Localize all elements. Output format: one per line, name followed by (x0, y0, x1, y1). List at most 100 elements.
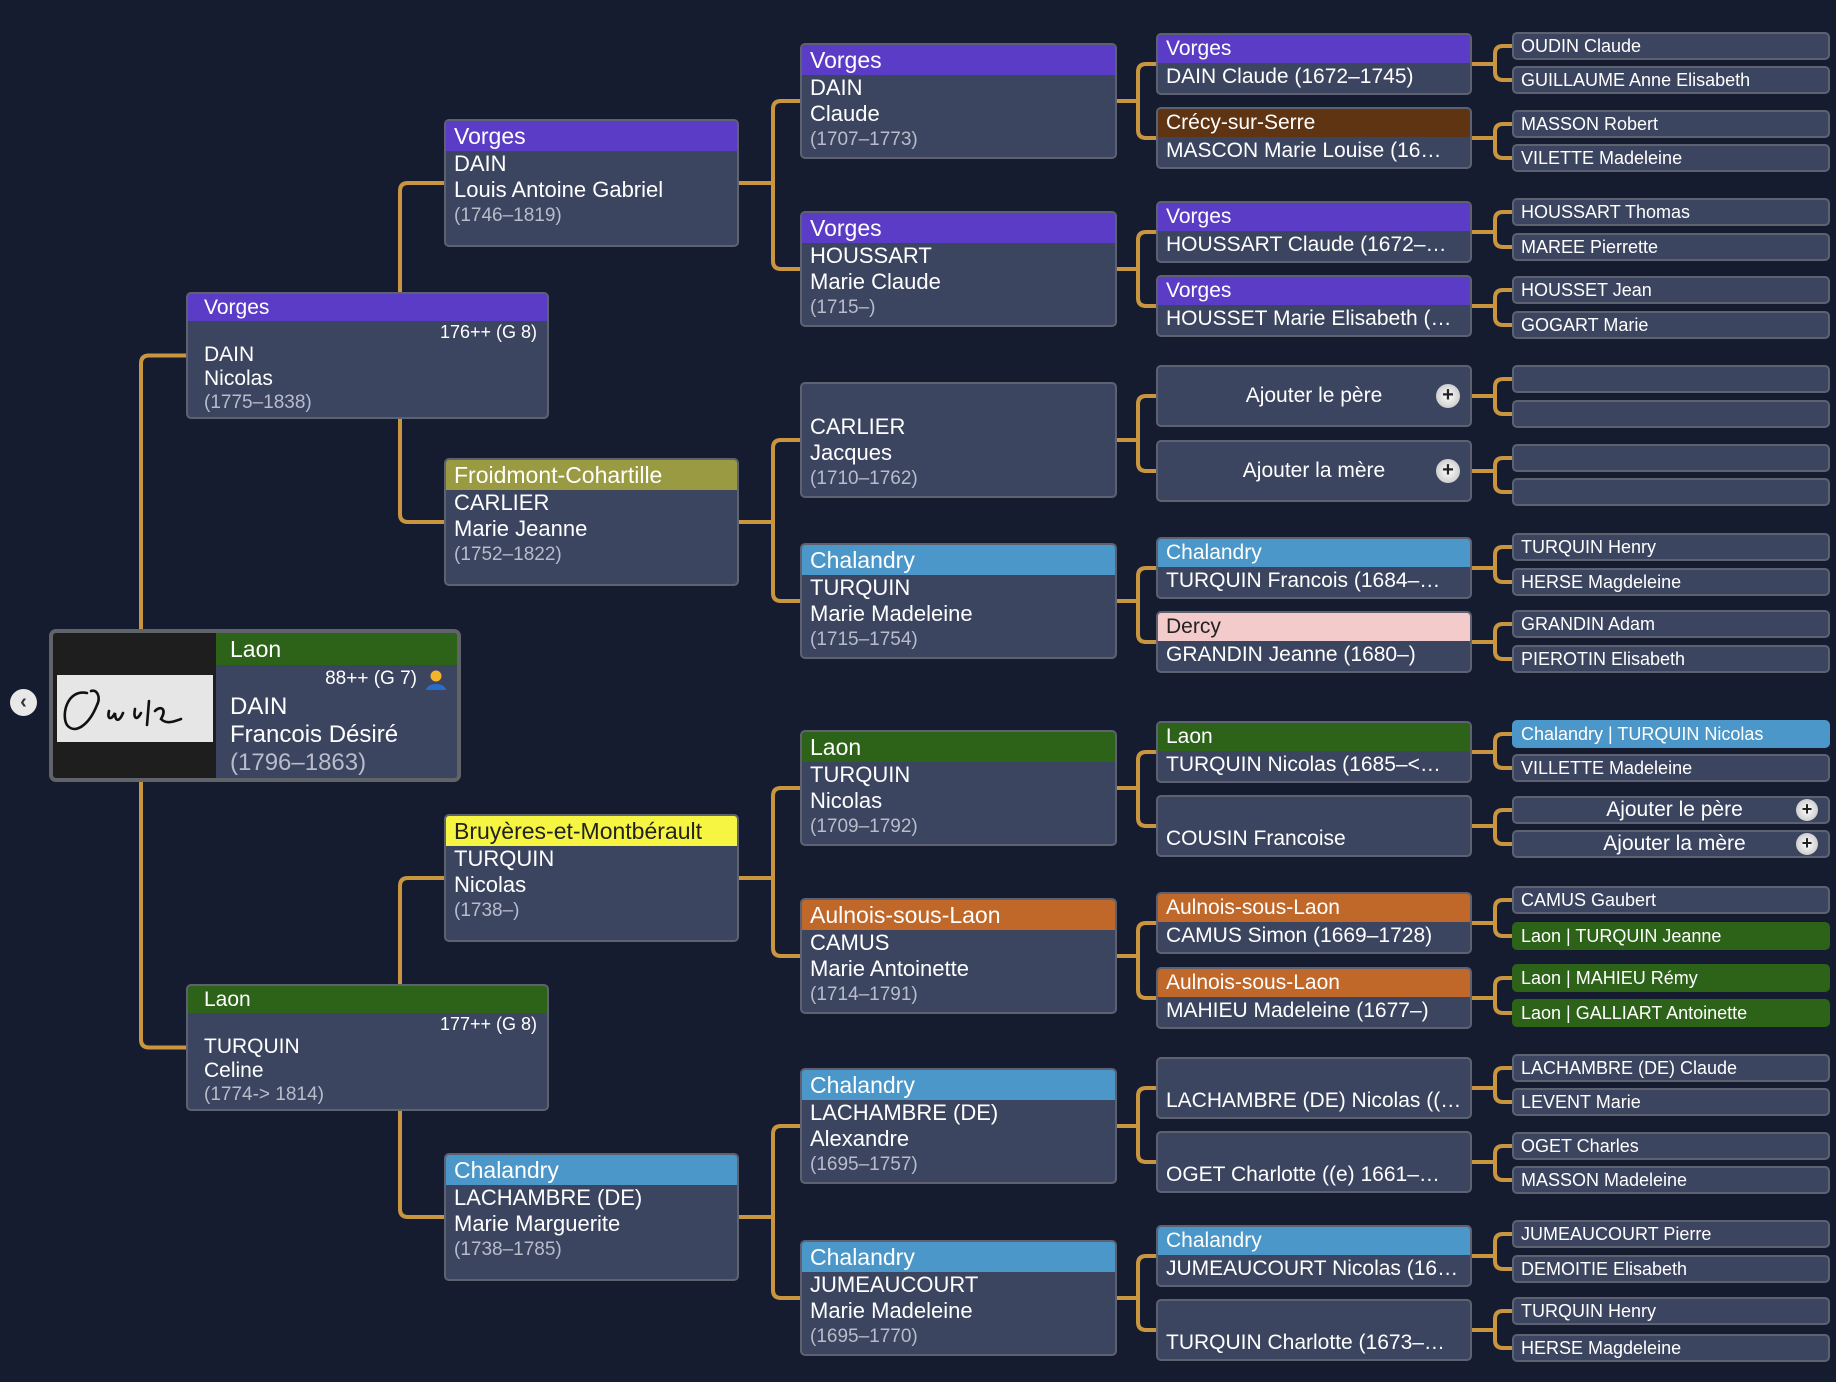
ancestor-name: GOGART Marie (1521, 315, 1649, 335)
ancestor-name: JUMEAUCOURT Pierre (1521, 1224, 1712, 1244)
add-parent-button[interactable]: Ajouter la mère+ (1512, 830, 1830, 858)
person-card[interactable]: MASSON Robert (1512, 110, 1830, 138)
person-card[interactable]: VILETTE Madeleine (1512, 144, 1830, 172)
person-card[interactable]: COUSIN Francoise (1156, 795, 1472, 857)
ancestor-name: LACHAMBRE (DE) Claude (1521, 1058, 1738, 1078)
person-card[interactable]: JUMEAUCOURT Pierre (1512, 1220, 1830, 1248)
person-card[interactable] (1512, 444, 1830, 472)
person-card[interactable]: OGET Charlotte ((e) 1661–… (1156, 1131, 1472, 1193)
person-card[interactable]: HERSE Magdeleine (1512, 1334, 1830, 1362)
ancestor-name: OUDIN Claude (1521, 36, 1642, 56)
person-card[interactable]: LACHAMBRE (DE) Nicolas ((… (1156, 1057, 1472, 1119)
back-arrow-button[interactable]: ‹ (10, 689, 37, 716)
ancestor-name: VILLETTE Madeleine (1521, 758, 1693, 778)
root-person-card[interactable]: Laon 88++ (G 7) DAIN Francois Désiré (17… (49, 629, 461, 782)
connector-line (1117, 566, 1156, 644)
connector-line (1472, 288, 1512, 327)
person-card[interactable]: MAREE Pierrette (1512, 233, 1830, 261)
first-name: Marie Antoinette (810, 956, 969, 981)
person-card[interactable]: CAMUS Gaubert (1512, 886, 1830, 914)
person-card[interactable]: GUILLAUME Anne Elisabeth (1512, 66, 1830, 94)
person-card[interactable]: MASSON Madeleine (1512, 1166, 1830, 1194)
person-card[interactable]: GRANDIN Adam (1512, 610, 1830, 638)
place-header: Laon (216, 633, 457, 665)
first-name: Marie Marguerite (454, 1211, 621, 1236)
connector-line (1472, 456, 1512, 494)
person-card[interactable] (1512, 400, 1830, 428)
ancestor-name: Chalandry | TURQUIN Nicolas (1521, 724, 1764, 744)
life-dates: (1707–1773) (810, 129, 918, 150)
last-name: TURQUIN (454, 846, 555, 871)
ancestor-name: TURQUIN Charlotte (1673–… (1166, 1331, 1445, 1354)
ancestor-name: GRANDIN Jeanne (1680–) (1166, 643, 1416, 666)
ancestor-name: DEMOITIE Elisabeth (1521, 1259, 1688, 1279)
person-card[interactable] (1512, 478, 1830, 506)
person-card[interactable]: LACHAMBRE (DE) Claude (1512, 1054, 1830, 1082)
add-parent-button[interactable]: Ajouter la mère+ (1156, 440, 1472, 502)
person-card[interactable] (1512, 365, 1830, 393)
person-card[interactable]: DEMOITIE Elisabeth (1512, 1255, 1830, 1283)
place-header: Crécy-sur-Serre (1158, 109, 1470, 137)
person-card[interactable]: GOGART Marie (1512, 311, 1830, 339)
plus-icon[interactable]: + (1796, 799, 1818, 821)
person-card[interactable]: TURQUIN Charlotte (1673–… (1156, 1299, 1472, 1361)
life-dates: (1775–1838) (204, 392, 312, 413)
spacer (1158, 1301, 1470, 1329)
add-parent-button[interactable]: Ajouter le père+ (1156, 365, 1472, 427)
add-parent-button[interactable]: Ajouter le père + (1512, 796, 1830, 824)
person-card[interactable]: LEVENT Marie (1512, 1088, 1830, 1116)
life-dates: (1695–1757) (810, 1154, 918, 1175)
last-name: CARLIER (810, 414, 906, 439)
sosa-number: 176++ (G 8) (439, 322, 537, 342)
person-card[interactable]: TURQUIN Henry (1512, 533, 1830, 561)
add-parent-label: Ajouter le père (1606, 798, 1743, 821)
plus-icon[interactable]: + (1796, 833, 1818, 855)
life-dates: (1752–1822) (454, 544, 562, 565)
first-name: Celine (204, 1059, 264, 1082)
person-card[interactable]: OGET Charles (1512, 1132, 1830, 1160)
plus-icon[interactable]: + (1436, 459, 1460, 483)
place-header: Chalandry (1158, 539, 1470, 567)
last-name: DAIN (454, 151, 507, 176)
person-card[interactable]: HOUSSET Jean (1512, 276, 1830, 304)
person-card[interactable]: Laon | TURQUIN Jeanne (1512, 922, 1830, 950)
first-name: Louis Antoine Gabriel (454, 177, 664, 202)
person-card[interactable]: VILLETTE Madeleine (1512, 754, 1830, 782)
person-card[interactable]: OUDIN Claude (1512, 32, 1830, 60)
plus-icon[interactable]: + (1436, 384, 1460, 408)
person-card[interactable]: HOUSSART Thomas (1512, 198, 1830, 226)
person-card[interactable]: Laon | GALLIART Antoinette (1512, 999, 1830, 1027)
person-card[interactable]: Chalandry | TURQUIN Nicolas (1512, 720, 1830, 748)
person-card[interactable]: TURQUIN Henry (1512, 1297, 1830, 1325)
person-card[interactable]: PIEROTIN Elisabeth (1512, 645, 1830, 673)
person-card[interactable]: Laon | MAHIEU Rémy (1512, 964, 1830, 992)
connector-line (1472, 732, 1512, 770)
person-card[interactable]: HERSE Magdeleine (1512, 568, 1830, 596)
place-header: Aulnois-sous-Laon (802, 900, 1115, 930)
